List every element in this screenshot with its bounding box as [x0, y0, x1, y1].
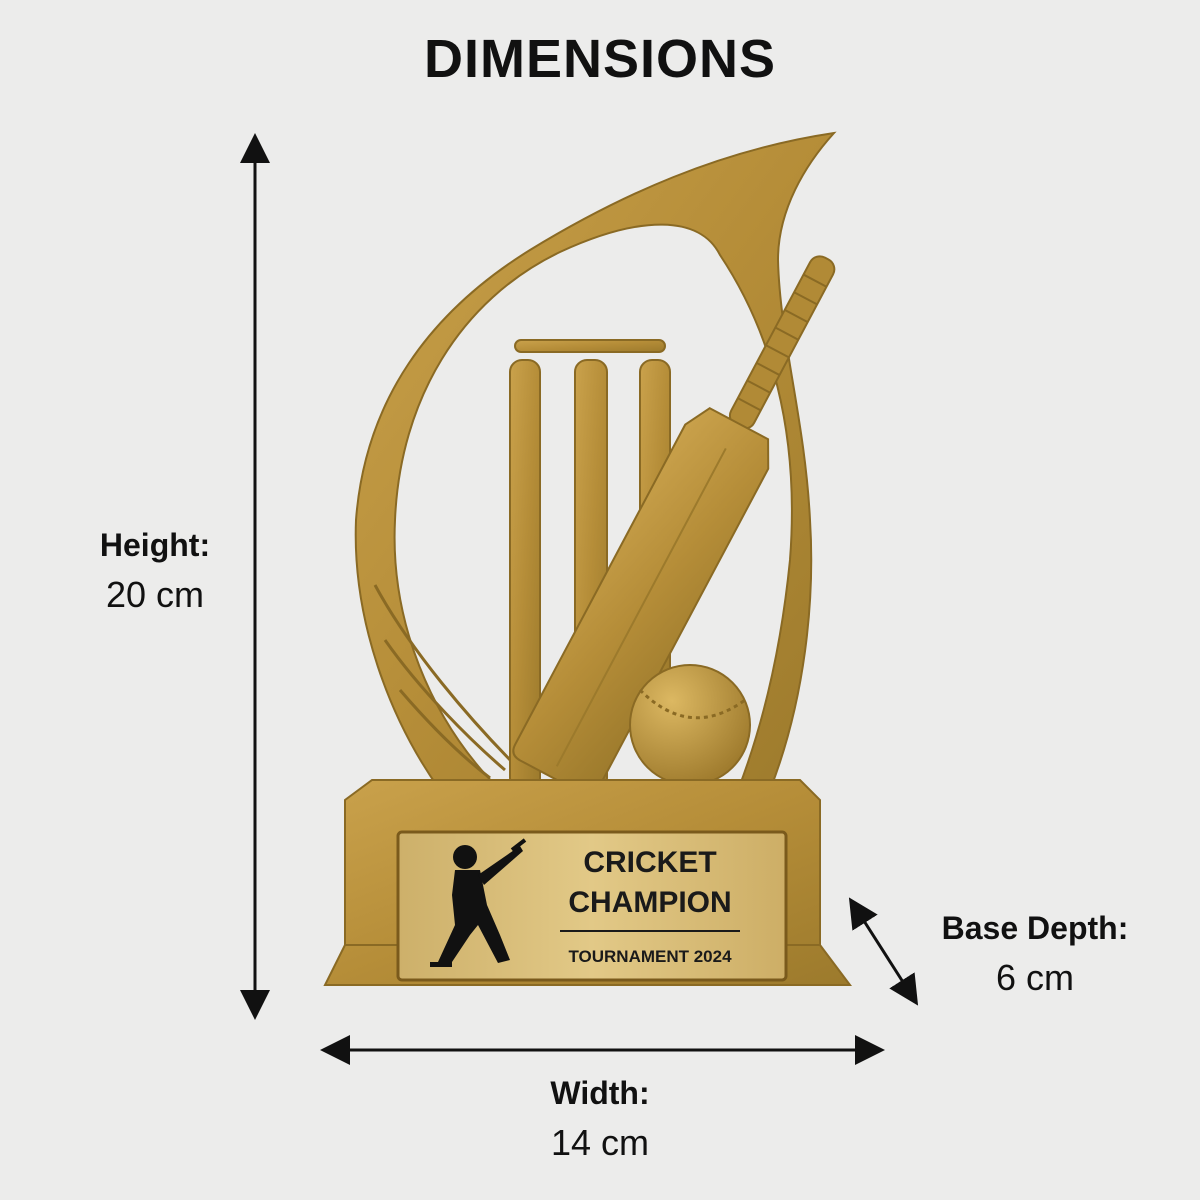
plaque-line-2: CHAMPION — [568, 886, 731, 919]
base-depth-value: 6 cm — [995, 957, 1074, 998]
page-title: DIMENSIONS — [423, 29, 777, 89]
width-value: 14 cm — [550, 1122, 650, 1163]
height-value: 20 cm — [105, 574, 205, 615]
plaque-line-1: CRICKET — [583, 846, 716, 879]
base-depth-label: Base Depth: — [941, 910, 1129, 946]
cricket-bat — [512, 255, 836, 797]
cricket-ball — [629, 664, 751, 786]
height-label: Height: — [99, 527, 211, 563]
batsman-silhouette-icon — [430, 845, 523, 967]
width-dimension: Width: 14 cm — [500, 1075, 700, 1164]
depth-arrow — [848, 897, 919, 1006]
width-label: Width: — [550, 1075, 650, 1111]
trophy-flame-frame — [354, 131, 837, 791]
height-dimension: Height: 20 cm — [80, 527, 230, 616]
plaque-line-3: TOURNAMENT 2024 — [568, 947, 732, 966]
base-depth-dimension: Base Depth: 6 cm — [930, 910, 1140, 999]
